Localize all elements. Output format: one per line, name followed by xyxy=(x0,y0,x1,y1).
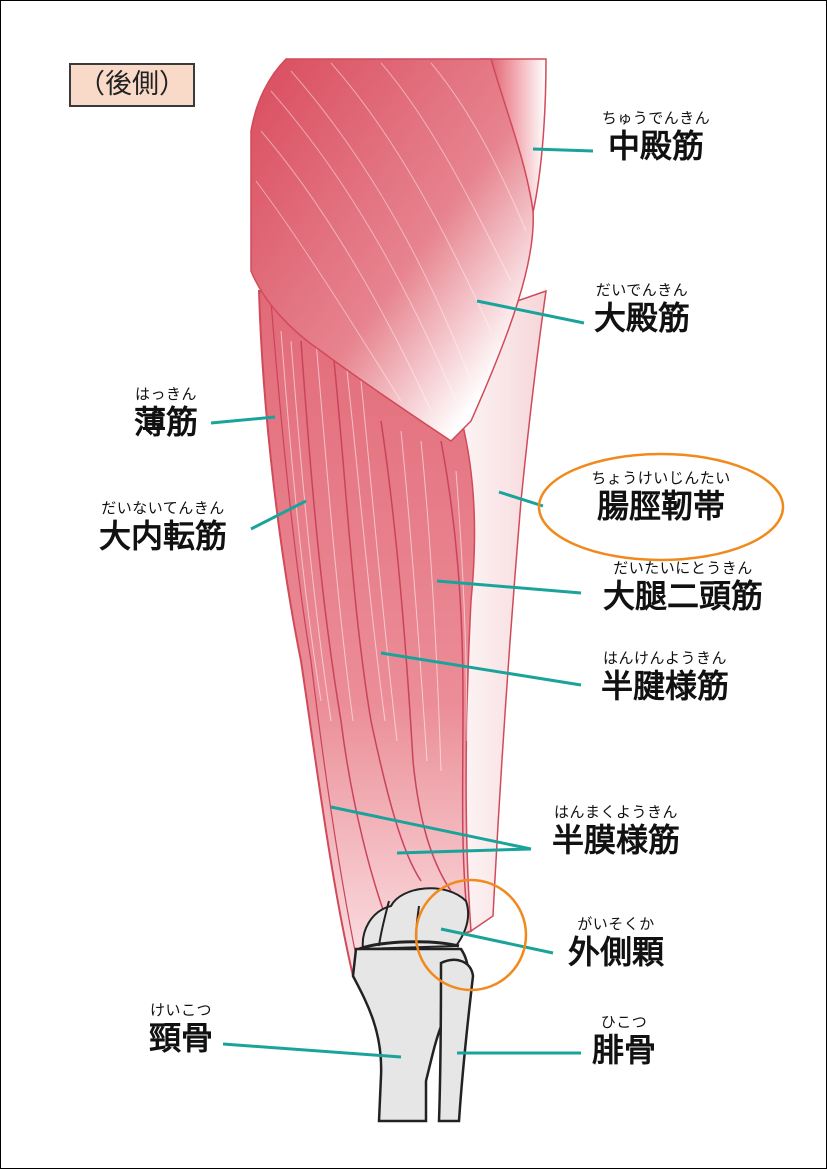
leader-line-adductor-magnus xyxy=(250,499,307,531)
leader-line-iliotibial-band xyxy=(498,490,544,508)
leader-line-tibia xyxy=(222,1042,402,1059)
ruby-adductor-magnus: だいないてんきん xyxy=(101,499,225,517)
leader-line-semimembranosus-2 xyxy=(396,847,532,855)
name-fibula: 腓骨 xyxy=(591,1031,656,1069)
leader-line-semitendinosus xyxy=(380,651,582,687)
highlight-circles xyxy=(414,452,785,992)
label-tibia: けいこつ 頸骨 xyxy=(126,1001,236,1057)
leader-line-lateral-condyle xyxy=(440,927,554,955)
highlight-circle-lateral-condyle xyxy=(414,878,528,992)
label-semitendinosus: はんけんようきん 半腱様筋 xyxy=(565,649,765,705)
label-lateral-condyle: がいそくか 外側顆 xyxy=(546,915,686,971)
ruby-biceps-femoris: だいたいにとうきん xyxy=(613,559,753,577)
name-lateral-condyle: 外側顆 xyxy=(567,933,664,971)
ruby-semitendinosus: はんけんようきん xyxy=(602,649,727,667)
ruby-fibula: ひこつ xyxy=(600,1013,648,1031)
leader-line-gluteus-medius xyxy=(532,147,594,153)
thigh-muscles xyxy=(257,289,547,978)
leader-lines xyxy=(210,147,594,1059)
name-gluteus-maximus: 大殿筋 xyxy=(593,299,690,337)
label-gracilis: はっきん 薄筋 xyxy=(101,385,231,441)
label-gluteus-medius: ちゅうでんきん 中殿筋 xyxy=(571,109,741,165)
ruby-iliotibial-band: ちょうけいじんたい xyxy=(591,469,731,487)
name-semitendinosus: 半腱様筋 xyxy=(600,667,729,705)
name-adductor-magnus: 大内転筋 xyxy=(98,517,227,555)
name-tibia: 頸骨 xyxy=(148,1019,213,1057)
highlight-circle-iliotibial-band xyxy=(537,452,785,562)
ruby-tibia: けいこつ xyxy=(149,1001,212,1019)
label-biceps-femoris: だいたいにとうきん 大腿二頭筋 xyxy=(573,559,793,615)
label-adductor-magnus: だいないてんきん 大内転筋 xyxy=(73,499,253,555)
view-title: （後側） xyxy=(69,63,195,107)
bones xyxy=(351,887,475,1123)
ruby-lateral-condyle: がいそくか xyxy=(577,915,655,933)
name-gracilis: 薄筋 xyxy=(133,403,198,441)
ruby-gracilis: はっきん xyxy=(134,385,197,403)
name-iliotibial-band: 腸脛靭帯 xyxy=(596,487,725,525)
leader-line-gracilis xyxy=(210,415,276,425)
label-fibula: ひこつ 腓骨 xyxy=(569,1013,679,1069)
label-semimembranosus: はんまくようきん 半膜様筋 xyxy=(521,803,711,859)
leader-line-biceps-femoris xyxy=(436,579,582,595)
ruby-gluteus-maximus: だいでんきん xyxy=(595,281,689,299)
leader-line-semimembranosus-1 xyxy=(330,805,532,851)
gluteus-maximus-shape xyxy=(250,58,534,442)
label-iliotibial-band: ちょうけいじんたい 腸脛靭帯 xyxy=(556,469,766,525)
name-gluteus-medius: 中殿筋 xyxy=(607,127,704,165)
label-gluteus-maximus: だいでんきん 大殿筋 xyxy=(557,281,727,337)
name-semimembranosus: 半膜様筋 xyxy=(551,821,680,859)
ruby-semimembranosus: はんまくようきん xyxy=(553,803,678,821)
ruby-gluteus-medius: ちゅうでんきん xyxy=(601,109,711,127)
leader-line-gluteus-maximus xyxy=(476,299,585,325)
name-biceps-femoris: 大腿二頭筋 xyxy=(602,577,763,615)
